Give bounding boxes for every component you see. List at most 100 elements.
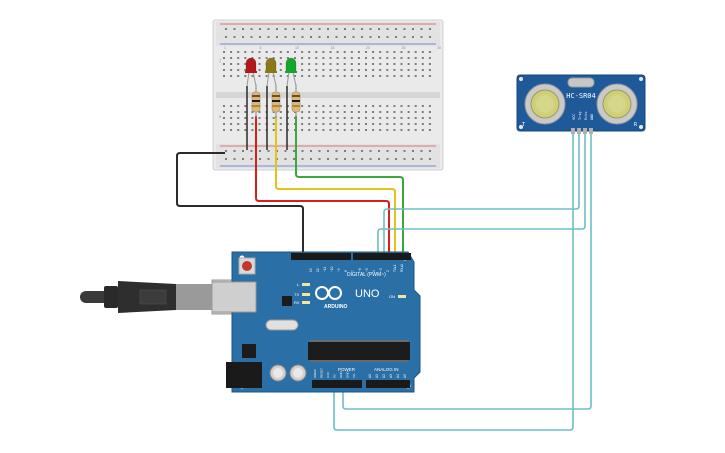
breadboard-hole[interactable] xyxy=(393,51,396,53)
breadboard-hole[interactable] xyxy=(251,123,254,125)
breadboard-hole[interactable] xyxy=(365,111,367,113)
breadboard-hole[interactable] xyxy=(251,111,254,113)
breadboard-hole[interactable] xyxy=(279,63,282,65)
breadboard-hole[interactable] xyxy=(322,111,325,113)
breadboard-hole[interactable] xyxy=(308,63,311,65)
breadboard-hole[interactable] xyxy=(258,129,261,131)
breadboard-hole[interactable] xyxy=(286,57,289,59)
breadboard-hole[interactable] xyxy=(301,129,304,131)
rail-hole[interactable] xyxy=(267,150,270,152)
rail-hole[interactable] xyxy=(378,36,380,38)
breadboard-hole[interactable] xyxy=(286,105,289,107)
breadboard-hole[interactable] xyxy=(343,51,346,53)
breadboard-hole[interactable] xyxy=(301,117,304,119)
breadboard-hole[interactable] xyxy=(372,117,375,119)
breadboard-hole[interactable] xyxy=(357,123,360,125)
breadboard-hole[interactable] xyxy=(237,75,240,77)
breadboard-hole[interactable] xyxy=(315,129,318,131)
breadboard-hole[interactable] xyxy=(428,57,431,59)
breadboard-hole[interactable] xyxy=(407,63,410,65)
breadboard-hole[interactable] xyxy=(272,117,275,119)
breadboard-hole[interactable] xyxy=(357,69,360,71)
breadboard-hole[interactable] xyxy=(357,105,360,107)
breadboard-hole[interactable] xyxy=(372,57,375,59)
breadboard-hole[interactable] xyxy=(329,123,332,125)
breadboard-hole[interactable] xyxy=(223,51,225,53)
rail-hole[interactable] xyxy=(378,28,380,30)
breadboard-hole[interactable] xyxy=(258,51,261,53)
breadboard-hole[interactable] xyxy=(357,111,360,113)
rail-hole[interactable] xyxy=(301,158,304,160)
rail-hole[interactable] xyxy=(242,150,244,152)
wire-green[interactable] xyxy=(295,116,404,256)
rail-hole[interactable] xyxy=(259,36,261,38)
rail-hole[interactable] xyxy=(412,150,414,152)
rail-hole[interactable] xyxy=(225,158,227,160)
breadboard-hole[interactable] xyxy=(237,105,240,107)
breadboard-hole[interactable] xyxy=(365,117,367,119)
rail-hole[interactable] xyxy=(369,150,372,152)
breadboard-hole[interactable] xyxy=(258,75,261,77)
breadboard-hole[interactable] xyxy=(400,117,403,119)
breadboard-hole[interactable] xyxy=(301,123,304,125)
breadboard-hole[interactable] xyxy=(393,129,396,131)
rail-hole[interactable] xyxy=(250,28,253,30)
breadboard-hole[interactable] xyxy=(386,75,389,77)
breadboard-hole[interactable] xyxy=(315,111,318,113)
breadboard-hole[interactable] xyxy=(407,75,410,77)
breadboard-hole[interactable] xyxy=(322,57,325,59)
breadboard-hole[interactable] xyxy=(308,123,311,125)
rail-hole[interactable] xyxy=(386,28,389,30)
breadboard-hole[interactable] xyxy=(308,51,311,53)
breadboard-hole[interactable] xyxy=(428,75,431,77)
breadboard-hole[interactable] xyxy=(428,51,431,53)
breadboard-hole[interactable] xyxy=(379,69,382,71)
breadboard-hole[interactable] xyxy=(301,75,304,77)
breadboard-hole[interactable] xyxy=(223,75,225,77)
breadboard-hole[interactable] xyxy=(393,63,396,65)
rail-hole[interactable] xyxy=(378,158,380,160)
breadboard-hole[interactable] xyxy=(244,69,247,71)
rail-hole[interactable] xyxy=(225,150,227,152)
breadboard-hole[interactable] xyxy=(400,51,403,53)
breadboard-hole[interactable] xyxy=(407,69,410,71)
breadboard-hole[interactable] xyxy=(393,57,396,59)
breadboard-hole[interactable] xyxy=(301,111,304,113)
breadboard-hole[interactable] xyxy=(400,123,403,125)
breadboard-hole[interactable] xyxy=(237,123,240,125)
breadboard-hole[interactable] xyxy=(386,129,389,131)
rail-hole[interactable] xyxy=(310,36,312,38)
rail-hole[interactable] xyxy=(233,28,236,30)
rail-hole[interactable] xyxy=(259,150,261,152)
rail-hole[interactable] xyxy=(386,36,389,38)
rail-hole[interactable] xyxy=(327,150,329,152)
breadboard-hole[interactable] xyxy=(237,111,240,113)
breadboard-hole[interactable] xyxy=(286,117,289,119)
breadboard-hole[interactable] xyxy=(350,117,353,119)
breadboard-hole[interactable] xyxy=(322,69,325,71)
breadboard-hole[interactable] xyxy=(407,129,410,131)
rail-hole[interactable] xyxy=(429,28,431,30)
breadboard-hole[interactable] xyxy=(315,63,318,65)
breadboard-hole[interactable] xyxy=(230,129,233,131)
breadboard-hole[interactable] xyxy=(244,123,247,125)
breadboard-hole[interactable] xyxy=(357,75,360,77)
breadboard-hole[interactable] xyxy=(357,129,360,131)
breadboard-hole[interactable] xyxy=(421,69,424,71)
breadboard-hole[interactable] xyxy=(357,57,360,59)
breadboard-hole[interactable] xyxy=(386,63,389,65)
rail-hole[interactable] xyxy=(412,158,414,160)
rail-hole[interactable] xyxy=(395,150,397,152)
breadboard-hole[interactable] xyxy=(407,117,410,119)
breadboard-hole[interactable] xyxy=(343,75,346,77)
breadboard-hole[interactable] xyxy=(428,111,431,113)
breadboard-hole[interactable] xyxy=(379,57,382,59)
breadboard-hole[interactable] xyxy=(372,63,375,65)
breadboard-hole[interactable] xyxy=(350,51,353,53)
breadboard-hole[interactable] xyxy=(365,129,367,131)
breadboard-hole[interactable] xyxy=(329,57,332,59)
breadboard-hole[interactable] xyxy=(393,117,396,119)
ultrasonic-sensor[interactable]: HC-SR04 T R VCC Trig Echo GND xyxy=(516,74,646,134)
rail-hole[interactable] xyxy=(378,150,380,152)
rail-hole[interactable] xyxy=(352,28,355,30)
